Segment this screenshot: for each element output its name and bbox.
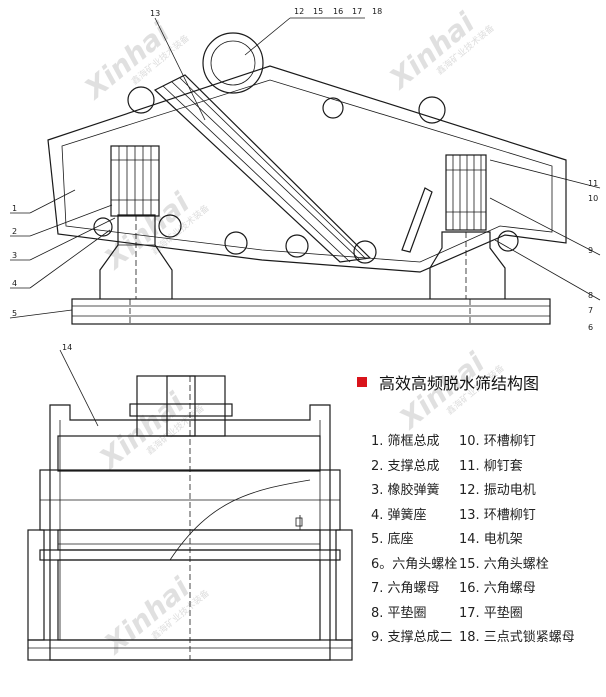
part-item: 18. 三点式锁紧螺母 <box>459 630 575 645</box>
callout-15: 15 <box>313 7 323 16</box>
part-item: 16. 六角螺母 <box>459 581 536 596</box>
callout-4: 4 <box>12 279 17 288</box>
part-item: 17. 平垫圈 <box>459 605 523 621</box>
part-item: 10. 环槽柳钉 <box>459 434 536 449</box>
tube <box>497 230 519 252</box>
support-post-right <box>335 529 353 641</box>
base-frame <box>71 298 551 325</box>
part-item: 15. 六角头螺栓 <box>459 556 549 572</box>
callout-9: 9 <box>588 246 593 255</box>
parts-list: 1. 筛框总成 10. 环槽柳钉 2. 支撑总成 11. 柳钉套 3. 橡胶弹簧… <box>371 430 606 651</box>
callout-6: 6 <box>588 323 593 332</box>
support-post-left <box>27 529 45 641</box>
motor-beam <box>153 74 372 263</box>
part-item: 6。六角头螺栓 <box>371 556 458 572</box>
callout-2: 2 <box>12 227 17 236</box>
callout-11: 11 <box>588 179 598 188</box>
part-item: 5. 底座 <box>371 532 414 547</box>
callout-18: 18 <box>372 7 382 16</box>
callout-12: 12 <box>294 7 304 16</box>
part-item: 2. 支撑总成 <box>371 458 440 474</box>
callout-13: 13 <box>150 9 160 18</box>
callout-7: 7 <box>588 306 593 315</box>
parts-legend: 高效高频脱水筛结构图 1. 筛框总成 10. 环槽柳钉 2. 支撑总成 11. … <box>357 370 602 651</box>
flow-curve <box>169 479 311 561</box>
legend-header: 高效高频脱水筛结构图 <box>357 370 602 394</box>
part-item: 8. 平垫圈 <box>371 605 427 621</box>
callout-10: 10 <box>588 194 598 203</box>
part-item: 13. 环槽柳钉 <box>459 507 536 523</box>
part-item: 3. 橡胶弹簧 <box>371 483 440 498</box>
legend-marker-icon <box>357 377 367 387</box>
part-item: 9. 支撑总成二 <box>371 630 453 645</box>
tube <box>93 217 113 237</box>
tube <box>285 234 309 258</box>
feed-spout <box>401 187 433 253</box>
vibrating-motor <box>202 32 264 94</box>
screen-frame <box>47 65 567 273</box>
callout-5: 5 <box>12 309 17 318</box>
side-view <box>47 32 567 325</box>
tube <box>224 231 248 255</box>
front-view <box>27 375 353 661</box>
right-support <box>429 231 506 299</box>
callout-17: 17 <box>352 7 362 16</box>
tube <box>127 86 155 114</box>
tube <box>418 96 446 124</box>
callout-8: 8 <box>588 291 593 300</box>
part-item: 14. 电机架 <box>459 532 523 547</box>
tube <box>158 214 182 238</box>
part-item: 1. 筛框总成 <box>371 434 440 449</box>
callout-16: 16 <box>333 7 343 16</box>
rubber-spring-left <box>110 145 160 217</box>
callout-14: 14 <box>62 343 72 352</box>
callout-1: 1 <box>12 204 17 213</box>
callout-3: 3 <box>12 251 17 260</box>
part-item: 7. 六角螺母 <box>371 581 440 596</box>
part-item: 4. 弹簧座 <box>371 507 427 523</box>
left-support <box>99 214 173 299</box>
rubber-spring-right <box>445 154 487 231</box>
part-item: 11. 柳钉套 <box>459 458 523 474</box>
side-callouts: 13 12 15 16 17 18 1 2 3 4 5 11 10 9 8 7 … <box>9 7 601 332</box>
part-item: 12. 振动电机 <box>459 483 536 498</box>
tube <box>353 240 377 264</box>
legend-title: 高效高频脱水筛结构图 <box>379 374 540 393</box>
tube <box>322 97 344 119</box>
